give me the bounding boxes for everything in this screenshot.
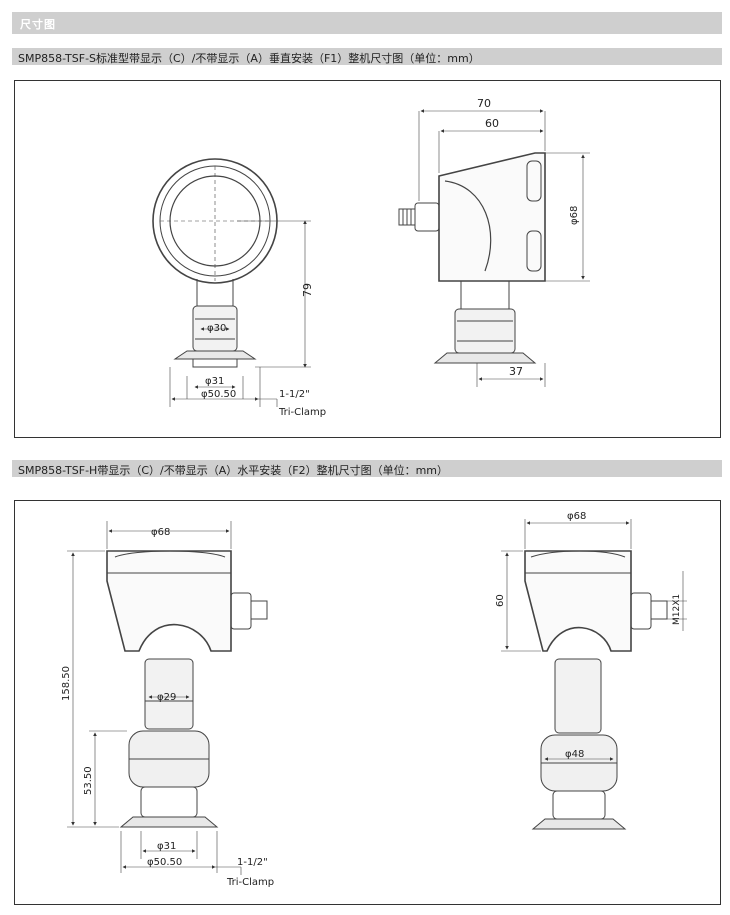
section-2-svg: φ68 158.50 53.50 φ29 φ31 φ50.50 1-1/2" T… [61,511,687,888]
dim-body-diameter: φ68 [569,206,580,225]
side-connector [414,202,440,232]
dim-height: 79 [301,283,314,297]
dim-clamp-outer: φ50.50 [201,389,236,400]
dim-lower-diameter-right: φ48 [565,749,584,760]
dim-height-lower: 53.50 [83,766,94,795]
section-1-title: SMP858-TSF-S标准型带显示（C）/不带显示（A）垂直安装（F1）整机尺… [18,52,480,65]
header-title: 尺寸图 [20,18,56,31]
side-housing [438,152,546,282]
right-neck [554,658,602,734]
dim-height-body: 60 [495,594,506,607]
dim-neck: φ30 [207,323,226,334]
section-2-title-bar: SMP858-TSF-H带显示（C）/不带显示（A）水平安装（F2）整机尺寸图（… [12,460,722,477]
section-1-svg: 79 φ30 φ31 φ50.50 1-1/2" Tri-Clamp 70 60… [152,97,590,418]
right-clamp [531,818,627,830]
connector-label: M12X1 [672,594,682,625]
side-clamp [433,352,537,364]
left-housing [106,550,232,652]
dim-body-diameter-right: φ68 [567,511,586,522]
clamp-type: Tri-Clamp [278,407,326,418]
dim-width-body: 60 [485,117,499,130]
header-bar: 尺寸图 [12,12,722,34]
dim-clamp-inner: φ31 [205,376,224,387]
left-neck [144,658,194,730]
section-2-drawing: φ68 158.50 53.50 φ29 φ31 φ50.50 1-1/2" T… [14,500,721,905]
dim-neck-left: φ29 [157,692,176,703]
right-housing [524,550,632,652]
clamp-type-left: Tri-Clamp [226,877,274,888]
section-1-drawing: 79 φ30 φ31 φ50.50 1-1/2" Tri-Clamp 70 60… [14,80,721,438]
dim-body-diameter-left: φ68 [151,527,170,538]
dim-width-overall: 70 [477,97,491,110]
section-2-title: SMP858-TSF-H带显示（C）/不带显示（A）水平安装（F2）整机尺寸图（… [18,464,448,477]
front-clamp [173,350,257,360]
dim-clamp-inner-left: φ31 [157,841,176,852]
clamp-size-left: 1-1/2" [237,857,268,868]
dim-height-total: 158.50 [61,666,72,701]
left-clamp [119,816,219,828]
section-1-title-bar: SMP858-TSF-S标准型带显示（C）/不带显示（A）垂直安装（F1）整机尺… [12,48,722,65]
dim-clamp-outer-left: φ50.50 [147,857,182,868]
clamp-size: 1-1/2" [279,389,310,400]
dim-depth: 37 [509,365,523,378]
